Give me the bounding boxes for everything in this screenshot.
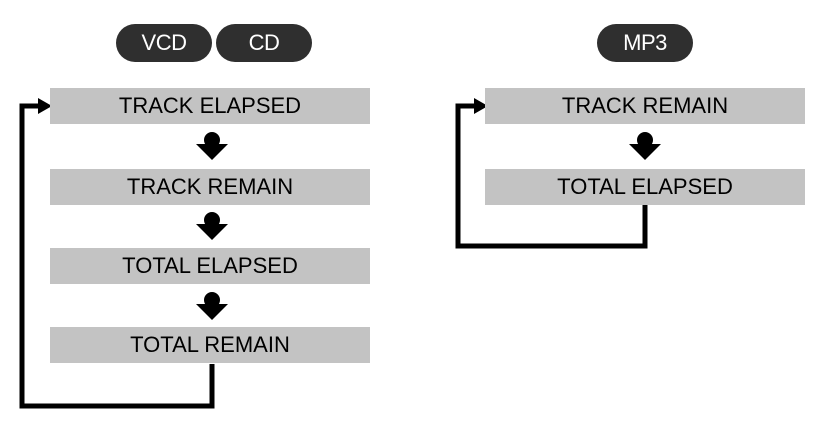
step-track-remain: TRACK REMAIN (50, 169, 370, 205)
right-loop-arrowhead (474, 98, 488, 114)
left-loop-arrowhead (38, 98, 52, 114)
right-loop-line (455, 103, 648, 249)
mp3-badge: MP3 (597, 24, 693, 62)
down-arrow-icon (629, 132, 661, 160)
step-total-elapsed: TOTAL ELAPSED (50, 248, 370, 284)
down-arrow-icon (196, 132, 228, 160)
step-track-elapsed: TRACK ELAPSED (50, 88, 370, 124)
step-track-remain-mp3: TRACK REMAIN (485, 88, 805, 124)
step-total-elapsed-mp3: TOTAL ELAPSED (485, 169, 805, 205)
left-loop-line (19, 103, 215, 409)
down-arrow-icon (196, 212, 228, 240)
down-arrow-icon (196, 292, 228, 320)
vcd-badge: VCD (116, 24, 212, 62)
step-total-remain: TOTAL REMAIN (50, 327, 370, 363)
cd-badge: CD (216, 24, 312, 62)
